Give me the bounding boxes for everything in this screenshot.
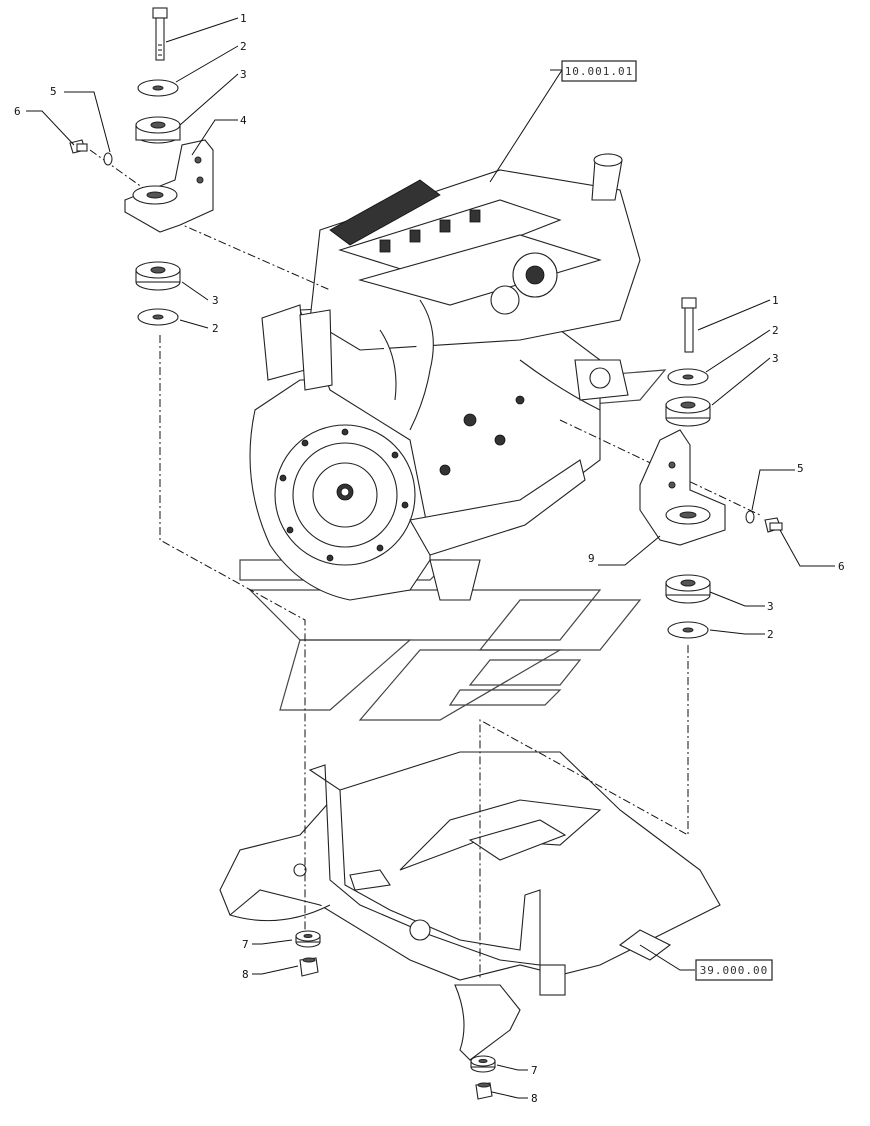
- lock-washer-left: [103, 152, 113, 166]
- callout-6-right: 6: [838, 560, 845, 573]
- washer-left-bottom: [137, 308, 179, 326]
- screw-right: [764, 517, 783, 533]
- callout-2-lower-right: 2: [767, 628, 774, 641]
- washer-left-top: [137, 79, 179, 97]
- callout-8-bottom-right: 8: [531, 1092, 538, 1105]
- callout-7-bottom-left: 7: [242, 938, 249, 951]
- callout-2-mid-left: 2: [212, 322, 219, 335]
- engine-reference-box[interactable]: 10.001.01: [561, 60, 637, 82]
- callout-1-top-left: 1: [240, 12, 247, 25]
- lock-washer-right: [745, 510, 755, 524]
- callout-9-right: 9: [588, 552, 595, 565]
- callout-2-right: 2: [772, 324, 779, 337]
- callout-5-right: 5: [797, 462, 804, 475]
- callout-3-mid-left: 3: [212, 294, 219, 307]
- callout-6-top-left: 6: [14, 105, 21, 118]
- callout-5-top-left: 5: [50, 85, 57, 98]
- washer-bottom-left: [295, 930, 321, 948]
- nut-bottom-left: [299, 957, 319, 977]
- rubber-mount-left-bottom: [135, 261, 181, 291]
- washer-bottom-right: [470, 1055, 496, 1073]
- washer-right-top: [667, 368, 709, 386]
- frame-reference-label: 39.000.00: [700, 964, 769, 977]
- bolt-left: [152, 7, 168, 61]
- flywheel-bolts: [279, 428, 409, 562]
- bolt-right: [681, 297, 697, 353]
- callout-4-top-left: 4: [240, 114, 247, 127]
- washer-right-bottom: [667, 621, 709, 639]
- rubber-mount-left-top: [135, 116, 181, 144]
- bracket-right: [639, 429, 726, 546]
- frame-subframe: [219, 751, 721, 1061]
- frame-reference-box[interactable]: 39.000.00: [695, 959, 773, 981]
- nut-bottom-right: [475, 1082, 493, 1100]
- callout-7-bottom-right: 7: [531, 1064, 538, 1077]
- rubber-mount-right-top: [665, 396, 711, 427]
- engine-assembly: [249, 153, 641, 601]
- rubber-mount-right-bottom: [665, 574, 711, 604]
- callout-2-top-left: 2: [240, 40, 247, 53]
- callout-1-right: 1: [772, 294, 779, 307]
- bracket-left: [124, 139, 214, 233]
- callout-3-top-left: 3: [240, 68, 247, 81]
- leader-lines: [26, 17, 835, 1099]
- screw-left: [69, 139, 88, 154]
- callout-8-bottom-left: 8: [242, 968, 249, 981]
- callout-labels: 1 2 3 4 5 6 3 2 1 2 3 5 6 9 3 2 7 8 7 8: [14, 12, 845, 1105]
- engine-reference-label: 10.001.01: [565, 65, 634, 78]
- callout-3-lower-right: 3: [767, 600, 774, 613]
- callout-3-right: 3: [772, 352, 779, 365]
